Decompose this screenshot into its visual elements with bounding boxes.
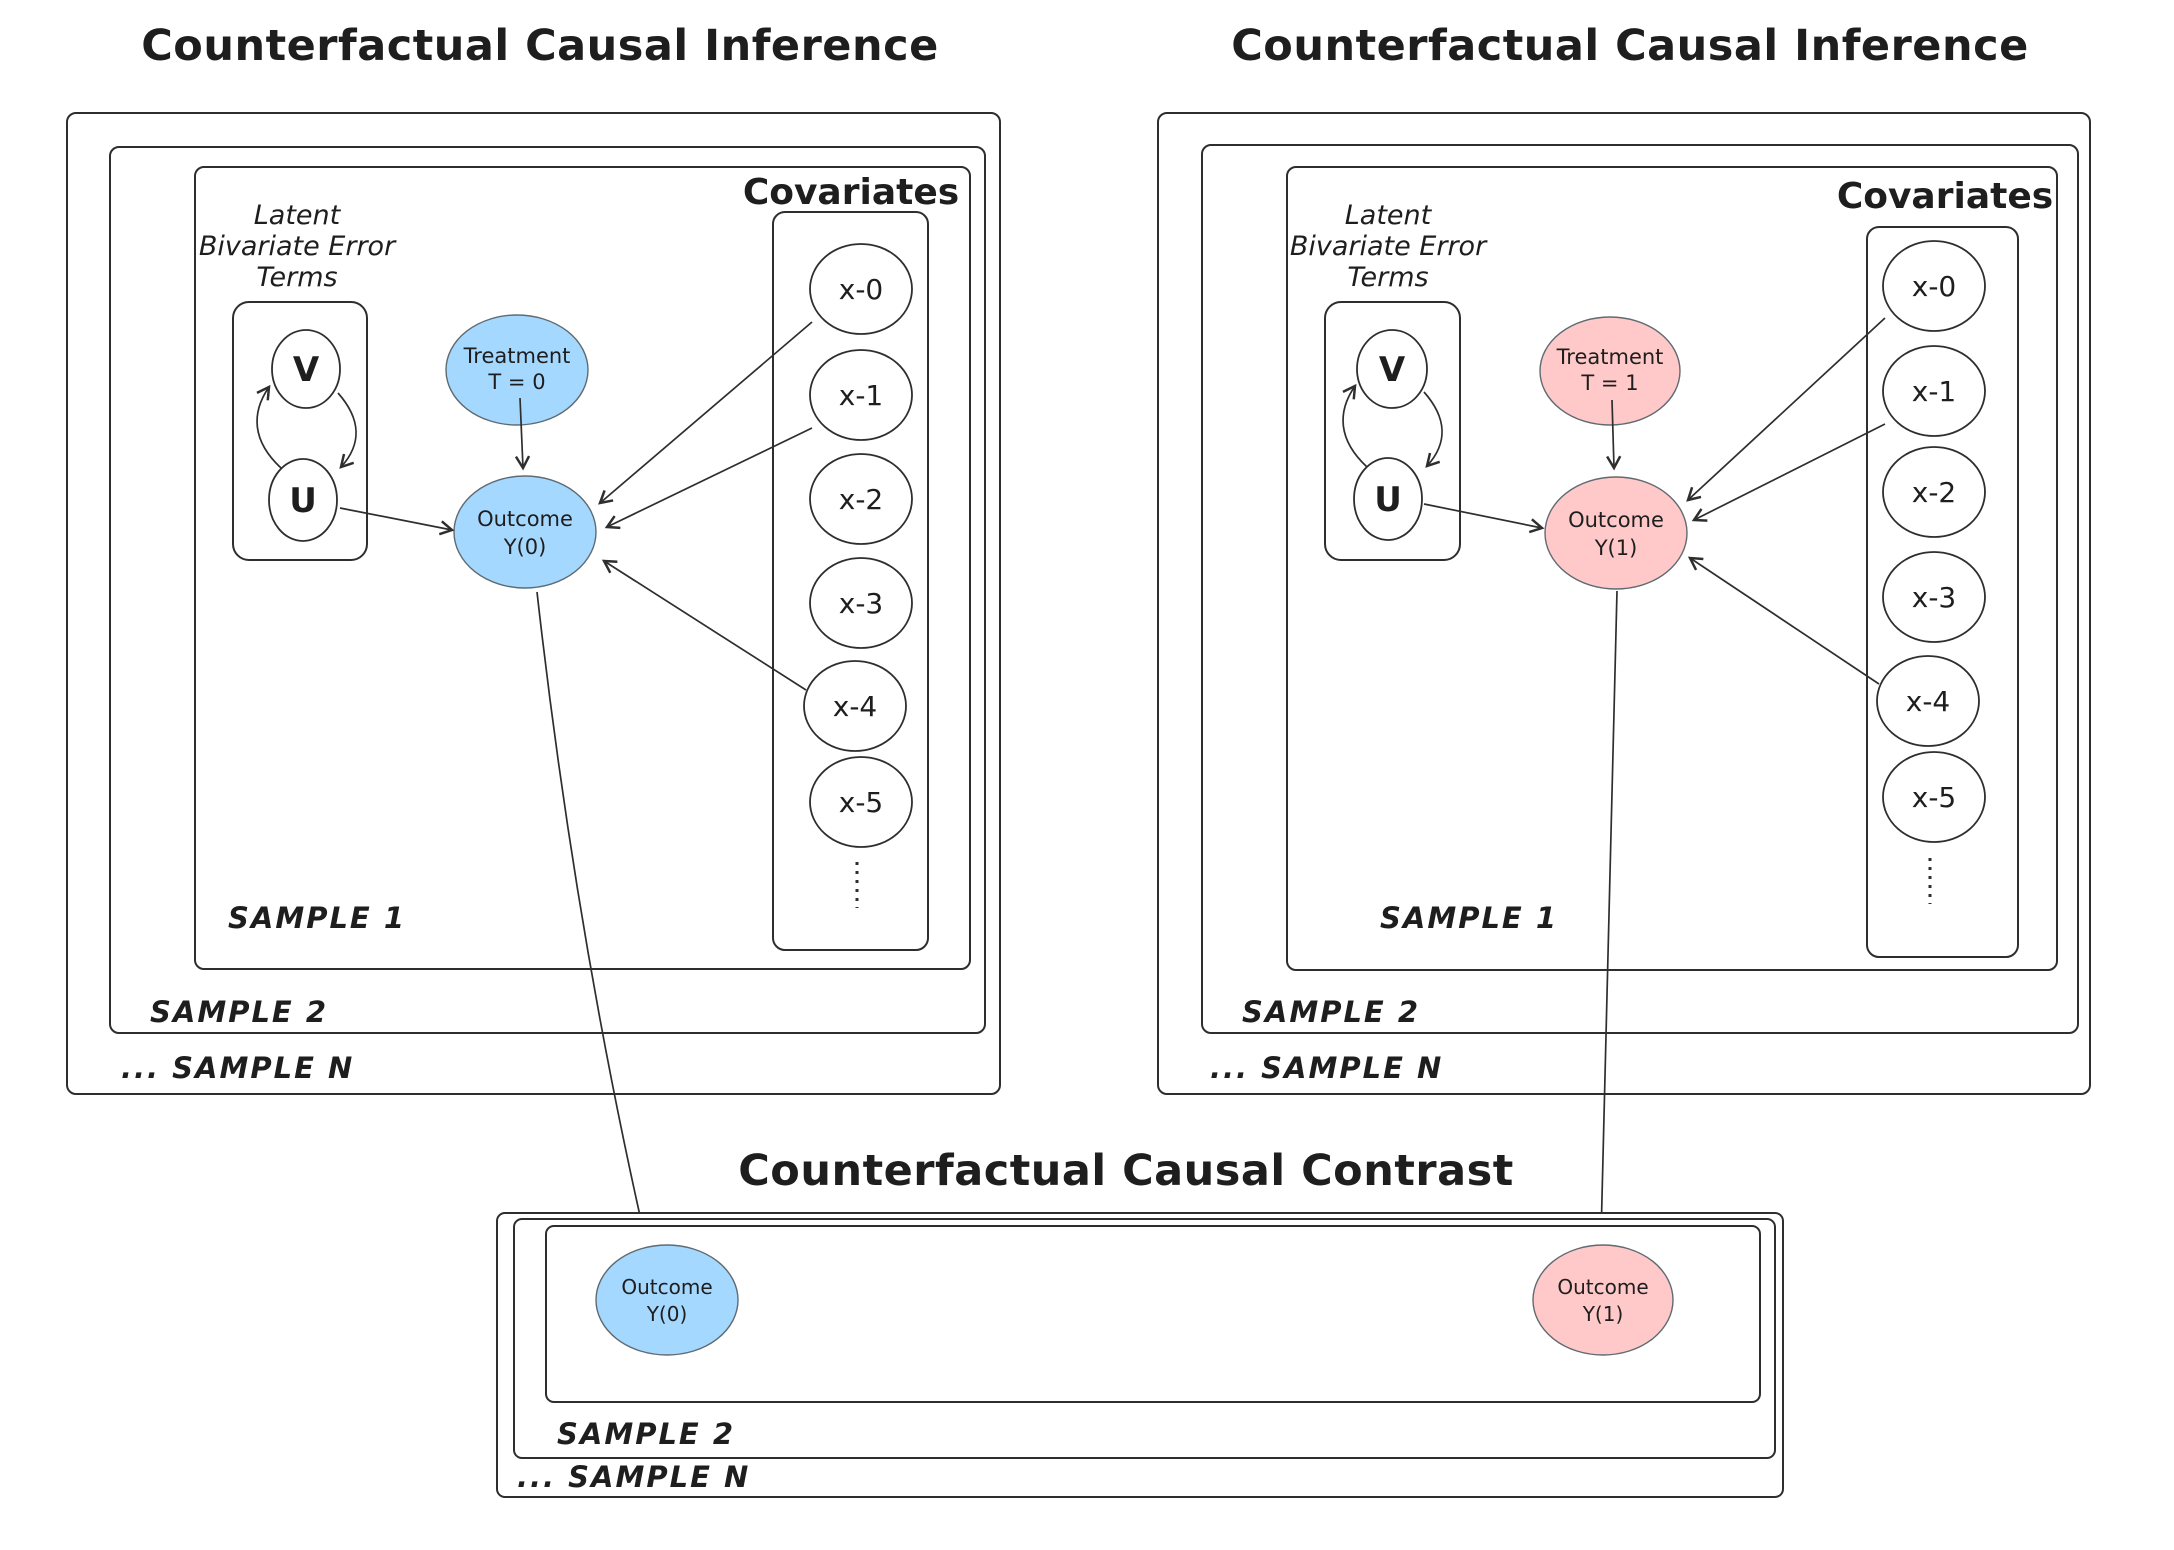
right-x1-to-outcome-arrow bbox=[1691, 423, 1886, 522]
left-covariate-x2-label: x-2 bbox=[839, 483, 884, 516]
left-covariate-x2-node bbox=[809, 453, 913, 545]
contrast-outcome-y0-node bbox=[595, 1244, 739, 1356]
contrast-outcome-y1-label-line1: Outcome bbox=[1557, 1275, 1648, 1299]
left-covariate-x1-node bbox=[809, 349, 913, 441]
left-covariate-x3-node bbox=[809, 557, 913, 649]
right-covariate-x5-node bbox=[1882, 751, 1986, 843]
right-covariates-title: Covariates bbox=[1837, 176, 2053, 217]
left-u-to-v-arrow bbox=[256, 384, 282, 469]
right-latent-label-line3: Terms bbox=[1347, 262, 1428, 293]
right-covariate-x5-label: x-5 bbox=[1912, 781, 1957, 814]
right-sample-2-label: SAMPLE 2 bbox=[1242, 995, 1420, 1029]
right-u-to-outcome-arrow bbox=[1423, 503, 1545, 534]
right-u-node bbox=[1353, 457, 1423, 541]
left-x1-to-outcome-arrow bbox=[604, 427, 813, 530]
left-u-to-outcome-arrow bbox=[339, 507, 455, 536]
right-x4-to-outcome-arrow bbox=[1687, 556, 1880, 685]
left-covariate-x1-label: x-1 bbox=[839, 379, 884, 412]
left-latent-label-line1: Latent bbox=[254, 200, 342, 231]
left-x4-to-outcome-arrow bbox=[601, 559, 807, 691]
left-treatment-label-line1: Treatment bbox=[463, 344, 571, 368]
left-sample-n-label: ... SAMPLE N bbox=[121, 1051, 354, 1085]
left-covariate-x5-node bbox=[809, 756, 913, 848]
right-treatment-label-line2: T = 1 bbox=[1580, 371, 1638, 395]
left-v-node bbox=[271, 329, 341, 409]
right-sample-n-label: ... SAMPLE N bbox=[1210, 1051, 1443, 1085]
right-treatment-node bbox=[1539, 316, 1681, 426]
right-covariate-x2-node bbox=[1882, 446, 1986, 538]
right-covariate-x1-label: x-1 bbox=[1912, 375, 1957, 408]
left-panel-title: Counterfactual Causal Inference bbox=[141, 21, 938, 71]
left-outcome-to-contrast-arrow bbox=[536, 591, 650, 1241]
right-treatment-to-outcome-arrow bbox=[1606, 399, 1622, 471]
left-treatment-label-line2: T = 0 bbox=[487, 370, 545, 394]
right-outcome-node bbox=[1544, 476, 1688, 590]
right-sample-1-label: SAMPLE 1 bbox=[1380, 901, 1558, 935]
left-v-to-u-arrow bbox=[337, 392, 357, 469]
right-covariate-x3-node bbox=[1882, 551, 1986, 643]
left-outcome-node bbox=[453, 475, 597, 589]
left-sample-2-label: SAMPLE 2 bbox=[150, 995, 328, 1029]
right-panel-title: Counterfactual Causal Inference bbox=[1231, 21, 2028, 71]
right-covariate-x0-label: x-0 bbox=[1912, 270, 1957, 303]
right-latent-label-line2: Bivariate Error bbox=[1290, 231, 1488, 262]
left-treatment-node bbox=[445, 314, 589, 426]
left-latent-label-line2: Bivariate Error bbox=[199, 231, 397, 262]
contrast-outcome-y1-node bbox=[1532, 1244, 1674, 1356]
right-outcome-label-line1: Outcome bbox=[1568, 508, 1664, 532]
right-v-to-u-arrow bbox=[1423, 391, 1443, 468]
left-u-label: U bbox=[289, 481, 317, 521]
left-treatment-to-outcome-arrow bbox=[514, 397, 531, 471]
right-covariate-x4-node bbox=[1876, 655, 1980, 747]
contrast-sample-2-label: SAMPLE 2 bbox=[557, 1417, 735, 1451]
right-u-to-v-arrow bbox=[1342, 383, 1368, 468]
right-outcome-to-contrast-arrow bbox=[1593, 590, 1618, 1241]
left-covariate-x4-node bbox=[803, 660, 907, 752]
right-panel: Counterfactual Causal Inference ... SAMP… bbox=[1157, 21, 2091, 1241]
left-latent-label-line3: Terms bbox=[256, 262, 337, 293]
right-covariate-x3-label: x-3 bbox=[1912, 581, 1957, 614]
right-v-node bbox=[1356, 329, 1428, 409]
left-covariates-title: Covariates bbox=[743, 172, 959, 213]
left-panel: Counterfactual Causal Inference ... SAMP… bbox=[66, 21, 1001, 1241]
left-x0-to-outcome-arrow bbox=[598, 321, 813, 505]
contrast-outcome-y0-label-line1: Outcome bbox=[621, 1275, 712, 1299]
right-latent-label-line1: Latent bbox=[1345, 200, 1433, 231]
right-covariate-x2-label: x-2 bbox=[1912, 476, 1957, 509]
right-covariate-x4-label: x-4 bbox=[1906, 685, 1951, 718]
left-u-node bbox=[268, 458, 338, 542]
right-covariate-x0-node bbox=[1882, 240, 1986, 332]
left-covariate-x0-node bbox=[809, 243, 913, 335]
contrast-outcome-y0-label-line2: Y(0) bbox=[646, 1302, 688, 1326]
right-treatment-label-line1: Treatment bbox=[1556, 345, 1664, 369]
right-outcome-label-line2: Y(1) bbox=[1594, 536, 1638, 560]
left-covariate-x0-label: x-0 bbox=[839, 273, 884, 306]
right-covariate-x1-node bbox=[1882, 345, 1986, 437]
right-v-label: V bbox=[1379, 350, 1406, 390]
left-v-label: V bbox=[293, 350, 320, 390]
contrast-title: Counterfactual Causal Contrast bbox=[738, 1146, 1514, 1196]
left-outcome-label-line1: Outcome bbox=[477, 507, 573, 531]
left-covariate-x3-label: x-3 bbox=[839, 587, 884, 620]
contrast-panel: Counterfactual Causal Contrast SAMPLE 2 … bbox=[496, 1146, 1784, 1498]
contrast-sample-1-box bbox=[545, 1225, 1761, 1403]
contrast-outcome-y1-label-line2: Y(1) bbox=[1582, 1302, 1624, 1326]
left-covariate-x5-label: x-5 bbox=[839, 786, 884, 819]
right-u-label: U bbox=[1374, 480, 1402, 520]
left-sample-1-label: SAMPLE 1 bbox=[228, 901, 406, 935]
right-sample-1-box bbox=[1286, 166, 2058, 971]
contrast-sample-n-label: ... SAMPLE N bbox=[517, 1460, 750, 1494]
left-outcome-label-line2: Y(0) bbox=[503, 535, 547, 559]
right-x0-to-outcome-arrow bbox=[1686, 317, 1886, 502]
left-covariate-x4-label: x-4 bbox=[833, 690, 878, 723]
